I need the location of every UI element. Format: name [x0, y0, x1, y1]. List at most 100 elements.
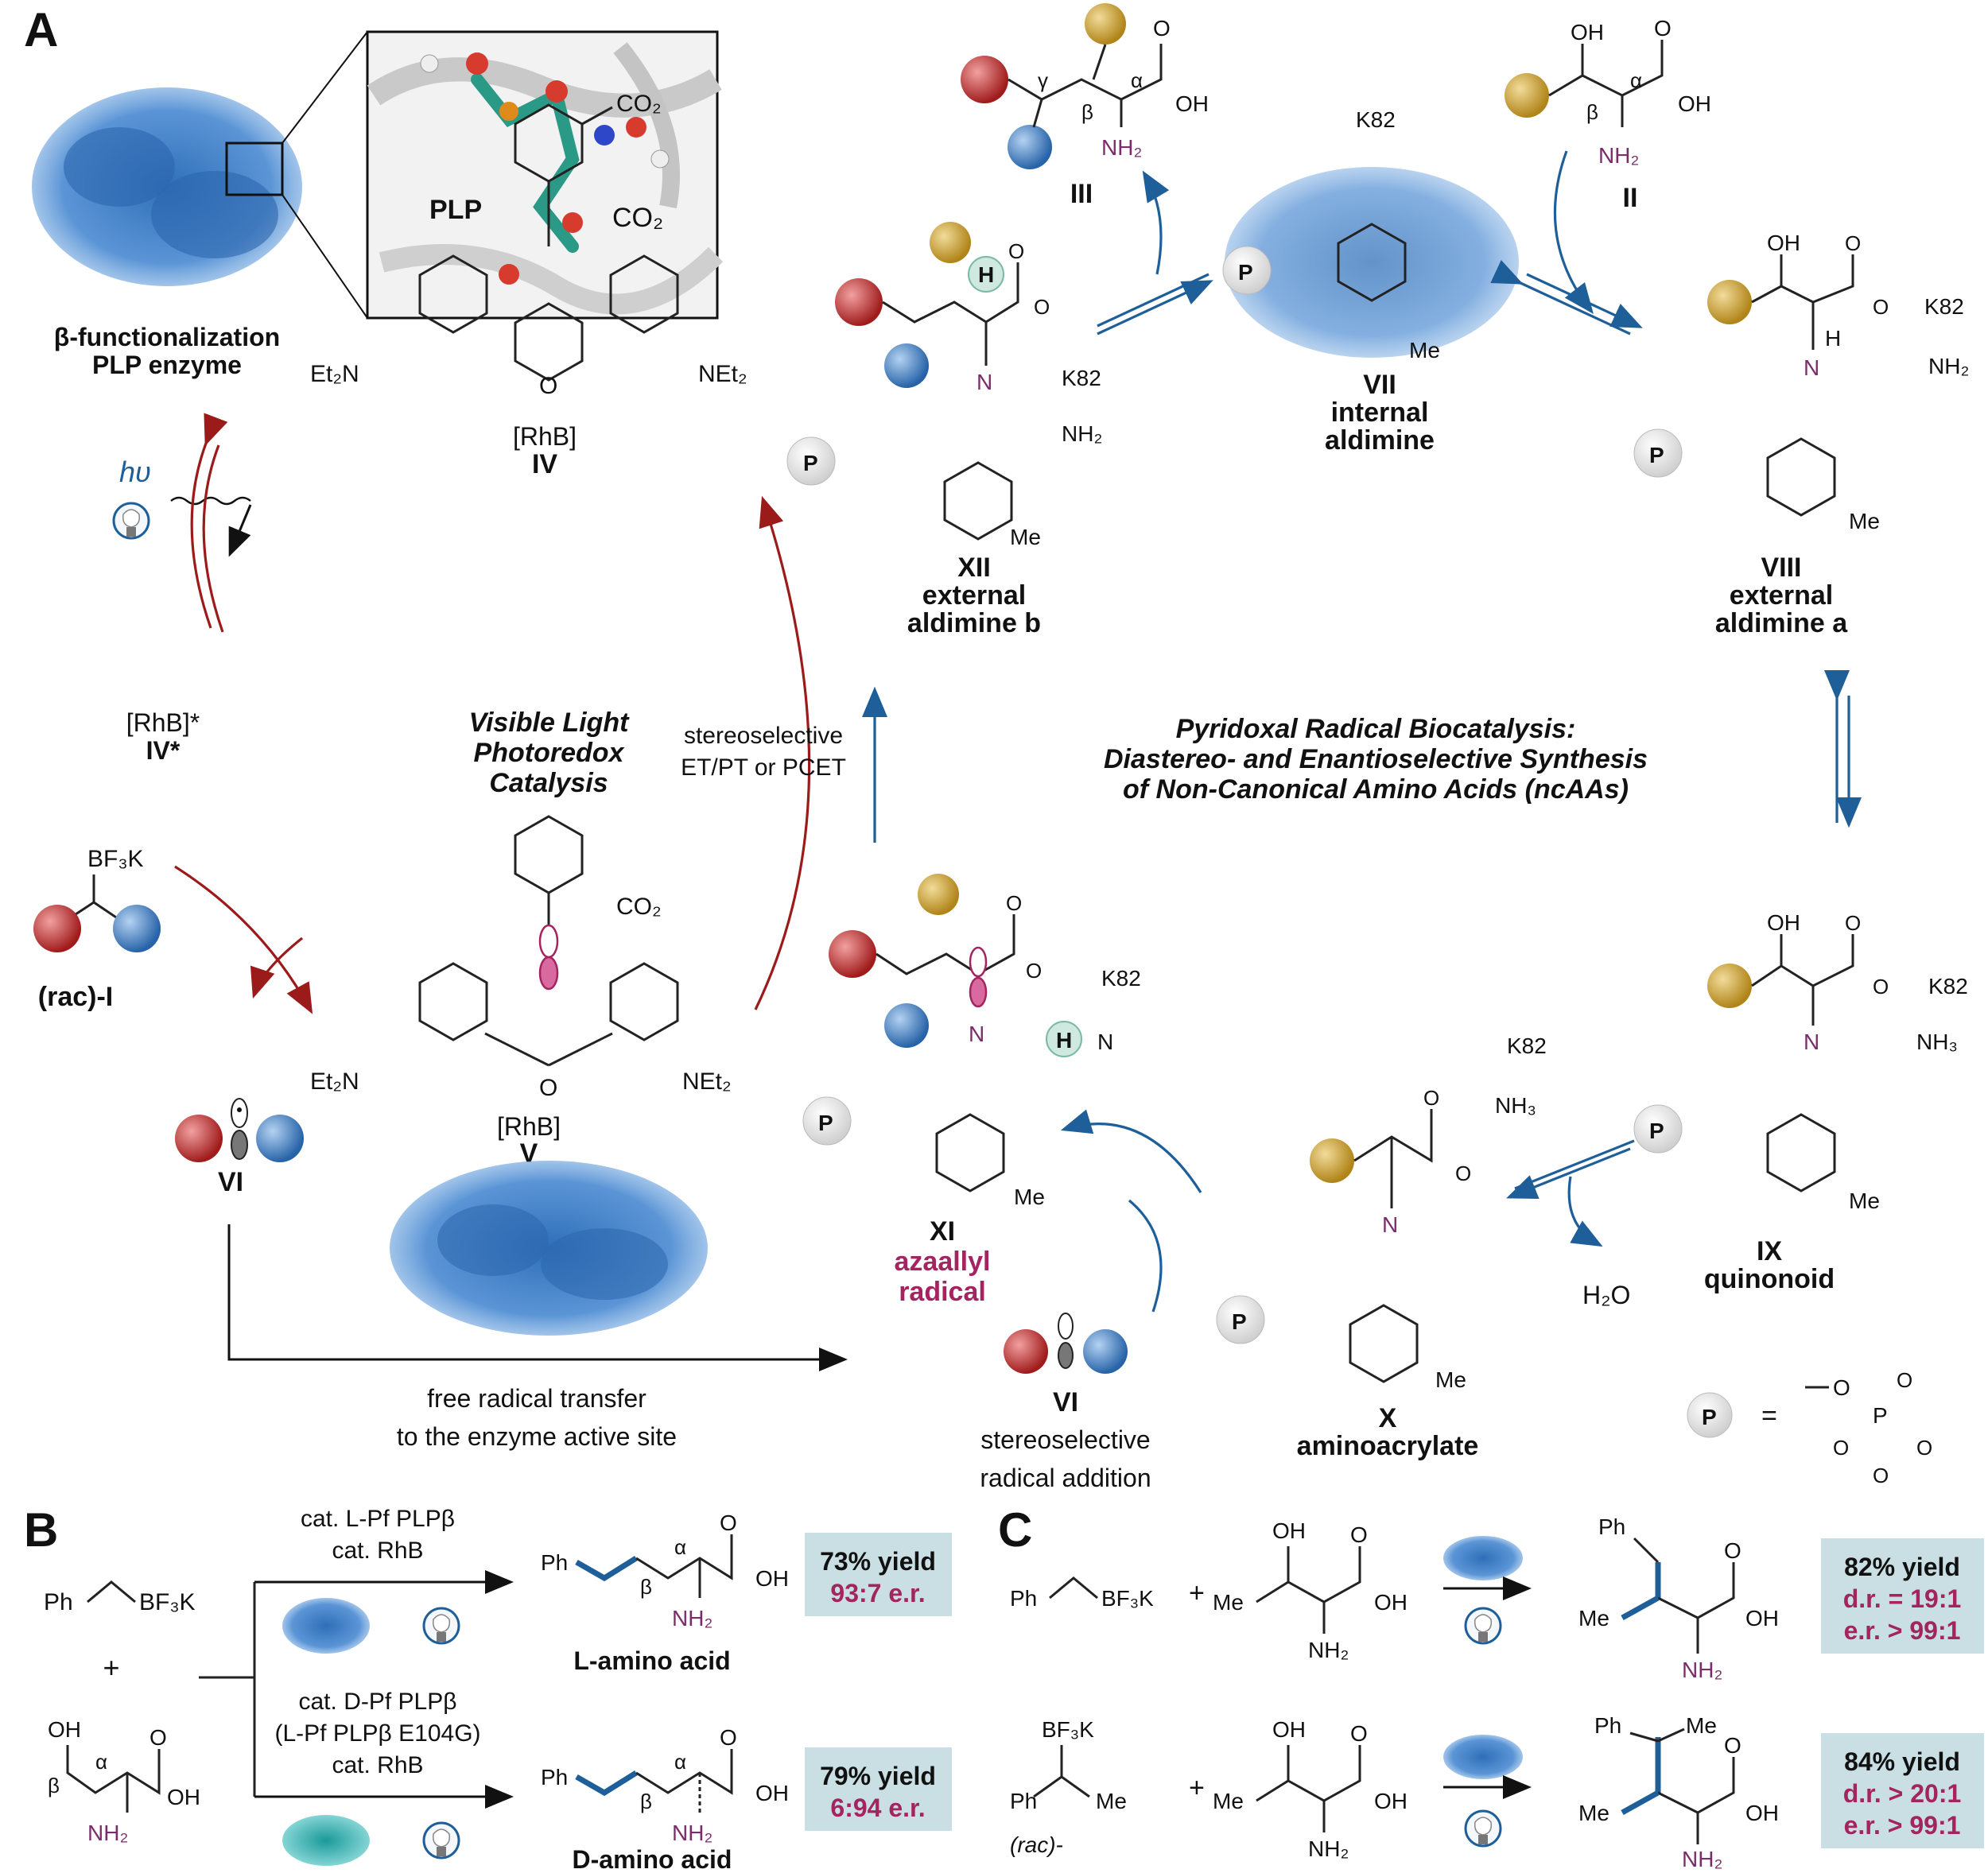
svg-text:OH: OH	[1374, 1590, 1408, 1615]
compound-X: O O N P K82 NH₃ Me X aminoacrylate	[1216, 1033, 1547, 1461]
set-arrow	[174, 865, 313, 1014]
panel-b-condition-top-1: cat. L-Pf PLPβ	[301, 1506, 455, 1532]
compound-XII: H O O N P K82 NH₂ Me XII external aldimi…	[786, 222, 1102, 638]
svg-text:N: N	[977, 370, 992, 394]
result-box-b2	[805, 1747, 952, 1831]
panel-b-condition-bottom-3: cat. RhB	[332, 1752, 423, 1778]
svg-text:NH₂: NH₂	[1682, 1847, 1722, 1871]
svg-text:Et₂N: Et₂N	[310, 361, 359, 387]
compound-VII: P K82 Me VII internal aldimine	[1222, 107, 1519, 456]
title-line-3: of Non-Canonical Amino Acids (ncAAs)	[1123, 774, 1629, 805]
svg-text:O: O	[149, 1725, 167, 1750]
compound-II: OH β α O OH NH₂ II	[1505, 16, 1711, 213]
svg-text:O: O	[1034, 295, 1050, 319]
svg-text:O: O	[720, 1725, 737, 1750]
svg-text:BF₃K: BF₃K	[87, 846, 144, 872]
panel-b-serine: OH β α O OH NH₂	[48, 1717, 200, 1845]
svg-text:O: O	[1873, 1464, 1889, 1487]
xii-to-iii-arrow	[1142, 170, 1170, 275]
panel-b-condition-bottom-2: (L-Pf PLPβ E104G)	[274, 1720, 480, 1747]
svg-text:NH₂: NH₂	[1308, 1638, 1349, 1662]
svg-text:H: H	[1825, 326, 1841, 351]
plp-enzyme-surface	[32, 87, 302, 286]
enzyme-caption-1: β-functionalization	[54, 323, 280, 351]
svg-text:VI: VI	[1053, 1387, 1078, 1417]
phosphate-legend: P = O P O O O O	[1687, 1368, 1932, 1487]
light-bulb-icon-b1	[422, 1607, 460, 1645]
svg-text:β: β	[48, 1774, 60, 1797]
svg-text:Et₂N: Et₂N	[310, 1068, 359, 1095]
compound-rac-I: BF₃K (rac)-I	[33, 846, 161, 1012]
compound-IX: OH O O N P K82 NH₃ Me IX quinonoid	[1633, 910, 1968, 1294]
svg-text:external: external	[1730, 580, 1833, 611]
title-line-1: Pyridoxal Radical Biocatalysis:	[1176, 714, 1576, 744]
svg-text:OH: OH	[1272, 1717, 1306, 1742]
svg-text:O: O	[1423, 1086, 1439, 1110]
svg-text:P: P	[1873, 1403, 1888, 1428]
panel-b-product-d: Ph β α O OH NH₂ D-amino acid	[541, 1725, 789, 1873]
svg-text:OH: OH	[755, 1566, 789, 1591]
result-box-c1	[1821, 1538, 1984, 1654]
radical-transfer-arrow	[227, 1224, 848, 1371]
svg-text:O: O	[539, 1075, 557, 1101]
ii-to-viii-arrow	[1553, 150, 1594, 315]
x-id: X	[1379, 1403, 1397, 1433]
svg-text:P: P	[1649, 1119, 1664, 1143]
svg-text:α: α	[674, 1535, 686, 1559]
svg-text:BF₃K: BF₃K	[1042, 1717, 1094, 1742]
free-radical-line-2: to the enzyme active site	[397, 1422, 677, 1451]
panel-c-row2-reagent: BF₃K Ph Me (rac)-	[1010, 1717, 1127, 1857]
panel-b-product-l: Ph β α O OH NH₂ L-amino acid	[541, 1510, 789, 1675]
panel-c-row2-plus: +	[1189, 1773, 1205, 1803]
er-b1: 93:7 e.r.	[830, 1579, 925, 1607]
svg-text:O: O	[1350, 1522, 1368, 1547]
svg-text:internal: internal	[1331, 397, 1429, 428]
ii-id: II	[1623, 183, 1638, 213]
compound-V-rhodamine-radical: CO₂ O Et₂N NEt₂ [RhB] V	[310, 815, 732, 1169]
svg-text:OH: OH	[1767, 910, 1800, 935]
svg-text:Me: Me	[1213, 1590, 1244, 1615]
yield-b1: 73% yield	[820, 1547, 936, 1576]
photoredox-line-1: Visible Light	[469, 708, 631, 738]
svg-text:OH: OH	[1767, 231, 1800, 255]
yield-b2: 79% yield	[820, 1762, 936, 1790]
yield-c1: 82% yield	[1844, 1553, 1960, 1581]
er-b2: 6:94 e.r.	[830, 1794, 925, 1822]
svg-text:O: O	[1833, 1375, 1850, 1400]
svg-text:α: α	[95, 1750, 107, 1774]
svg-text:Me: Me	[1686, 1713, 1717, 1738]
svg-text:P: P	[818, 1111, 833, 1135]
svg-text:aldimine: aldimine	[1325, 425, 1435, 456]
svg-text:NEt₂: NEt₂	[682, 1068, 732, 1095]
d-amino-acid-label: D-amino acid	[573, 1845, 732, 1873]
svg-text:β: β	[640, 1790, 652, 1813]
svg-text:H: H	[978, 262, 994, 287]
photoredox-line-2: Photoredox	[474, 738, 626, 768]
svg-text:Me: Me	[1010, 525, 1041, 549]
svg-text:NEt₂: NEt₂	[698, 361, 747, 387]
svg-text:OH: OH	[167, 1785, 200, 1809]
svg-text:=: =	[1761, 1401, 1777, 1431]
svg-text:H: H	[1056, 1028, 1072, 1053]
svg-text:β: β	[1586, 100, 1598, 124]
panel-c-label: C	[998, 1503, 1032, 1557]
xi-id: XI	[930, 1216, 955, 1247]
svg-text:α: α	[674, 1750, 686, 1774]
inset-plp-label: PLP	[429, 195, 482, 225]
svg-text:N: N	[969, 1022, 984, 1046]
v-id: V	[520, 1138, 538, 1169]
er-c2: e.r. > 99:1	[1844, 1811, 1961, 1840]
ix-x-equilibrium	[1506, 1147, 1631, 1199]
compound-VI-radical: VI	[175, 1098, 304, 1197]
svg-text:O: O	[1845, 911, 1861, 935]
svg-text:NH₂: NH₂	[1928, 354, 1969, 378]
panel-b-benzyl-trifluoroborate: Ph BF₃K	[44, 1580, 196, 1615]
svg-text:O: O	[1008, 239, 1024, 263]
photoredox-line-3: Catalysis	[489, 768, 608, 798]
panel-c-row1-threonine: OH Me O OH NH₂	[1213, 1518, 1408, 1662]
svg-text:P: P	[1232, 1309, 1247, 1334]
svg-text:γ: γ	[1038, 68, 1048, 92]
svg-text:Ph: Ph	[541, 1550, 568, 1575]
svg-text:CO₂: CO₂	[616, 91, 662, 117]
svg-text:NH₃: NH₃	[1495, 1093, 1536, 1118]
